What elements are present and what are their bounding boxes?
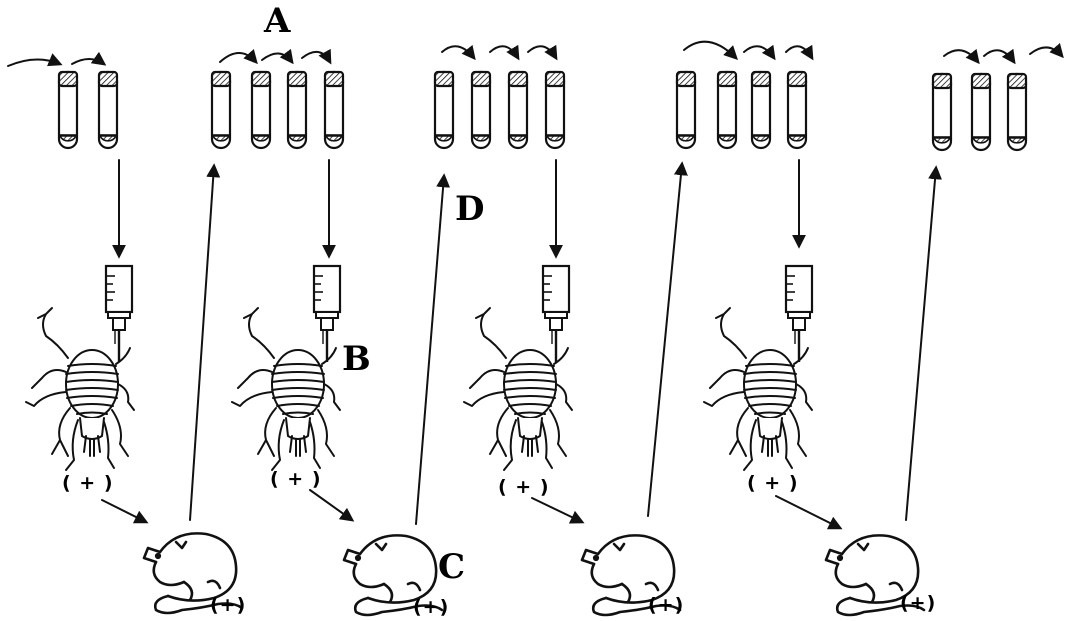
curved-arrow [984, 50, 1014, 62]
label-d: D [455, 192, 484, 226]
tube-group-2 [212, 52, 343, 148]
curved-arrow [220, 53, 256, 62]
positive-label-mouse-4: (+) [900, 594, 936, 613]
culture-tube-icon [752, 72, 770, 148]
diagonal-arrow [532, 498, 582, 522]
culture-tube-icon [325, 72, 343, 148]
culture-tube-icon [252, 72, 270, 148]
culture-tube-icon [509, 72, 527, 148]
culture-tube-icon [435, 72, 453, 148]
curved-arrow [786, 46, 812, 58]
syringe-icon [543, 266, 569, 362]
up-arrow [648, 164, 682, 516]
tube-group-1 [8, 59, 117, 148]
culture-tube-icon [933, 74, 951, 150]
culture-tube-icon [546, 72, 564, 148]
up-arrow [906, 168, 936, 520]
positive-label-mouse-1: (+) [210, 596, 246, 615]
positive-label-tick-1: ( + ) [62, 474, 114, 493]
curved-arrow [8, 59, 60, 66]
culture-tube-icon [788, 72, 806, 148]
culture-tube-icon [212, 72, 230, 148]
up-arrow [190, 166, 214, 520]
positive-label-tick-4: ( + ) [747, 474, 799, 493]
curved-arrow [72, 59, 104, 64]
curved-arrow [262, 53, 292, 62]
curved-arrow [490, 46, 518, 58]
tube-group-3 [435, 46, 564, 148]
tube-group-4 [677, 42, 812, 148]
curved-arrow [302, 52, 330, 62]
culture-tube-icon [1008, 74, 1026, 150]
culture-tube-icon [288, 72, 306, 148]
diagonal-arrow [310, 490, 352, 520]
culture-tube-icon [59, 72, 77, 148]
tube-group-5 [933, 47, 1062, 150]
label-b: B [342, 342, 371, 376]
tick-icon [232, 308, 340, 470]
culture-tube-icon [472, 72, 490, 148]
curved-arrow [528, 46, 556, 58]
curved-arrow [684, 42, 736, 58]
positive-label-tick-2: ( + ) [270, 470, 322, 489]
up-arrow [416, 176, 444, 524]
positive-label-mouse-2: (+) [413, 598, 449, 617]
curved-arrow [1030, 47, 1062, 56]
culture-tube-icon [718, 72, 736, 148]
culture-tube-icon [972, 74, 990, 150]
culture-tube-icon [677, 72, 695, 148]
curved-arrow [744, 46, 774, 58]
diagonal-arrow [102, 500, 146, 522]
positive-label-mouse-3: (+) [648, 596, 684, 615]
label-c: C [438, 550, 465, 584]
curved-arrow [442, 46, 474, 58]
tick-icon [704, 308, 812, 470]
diagonal-arrow [776, 496, 840, 528]
syringe-icon [106, 266, 132, 362]
culture-tube-icon [99, 72, 117, 148]
positive-label-tick-3: ( + ) [498, 478, 550, 497]
curved-arrow [944, 50, 978, 62]
label-a: A [264, 4, 290, 38]
